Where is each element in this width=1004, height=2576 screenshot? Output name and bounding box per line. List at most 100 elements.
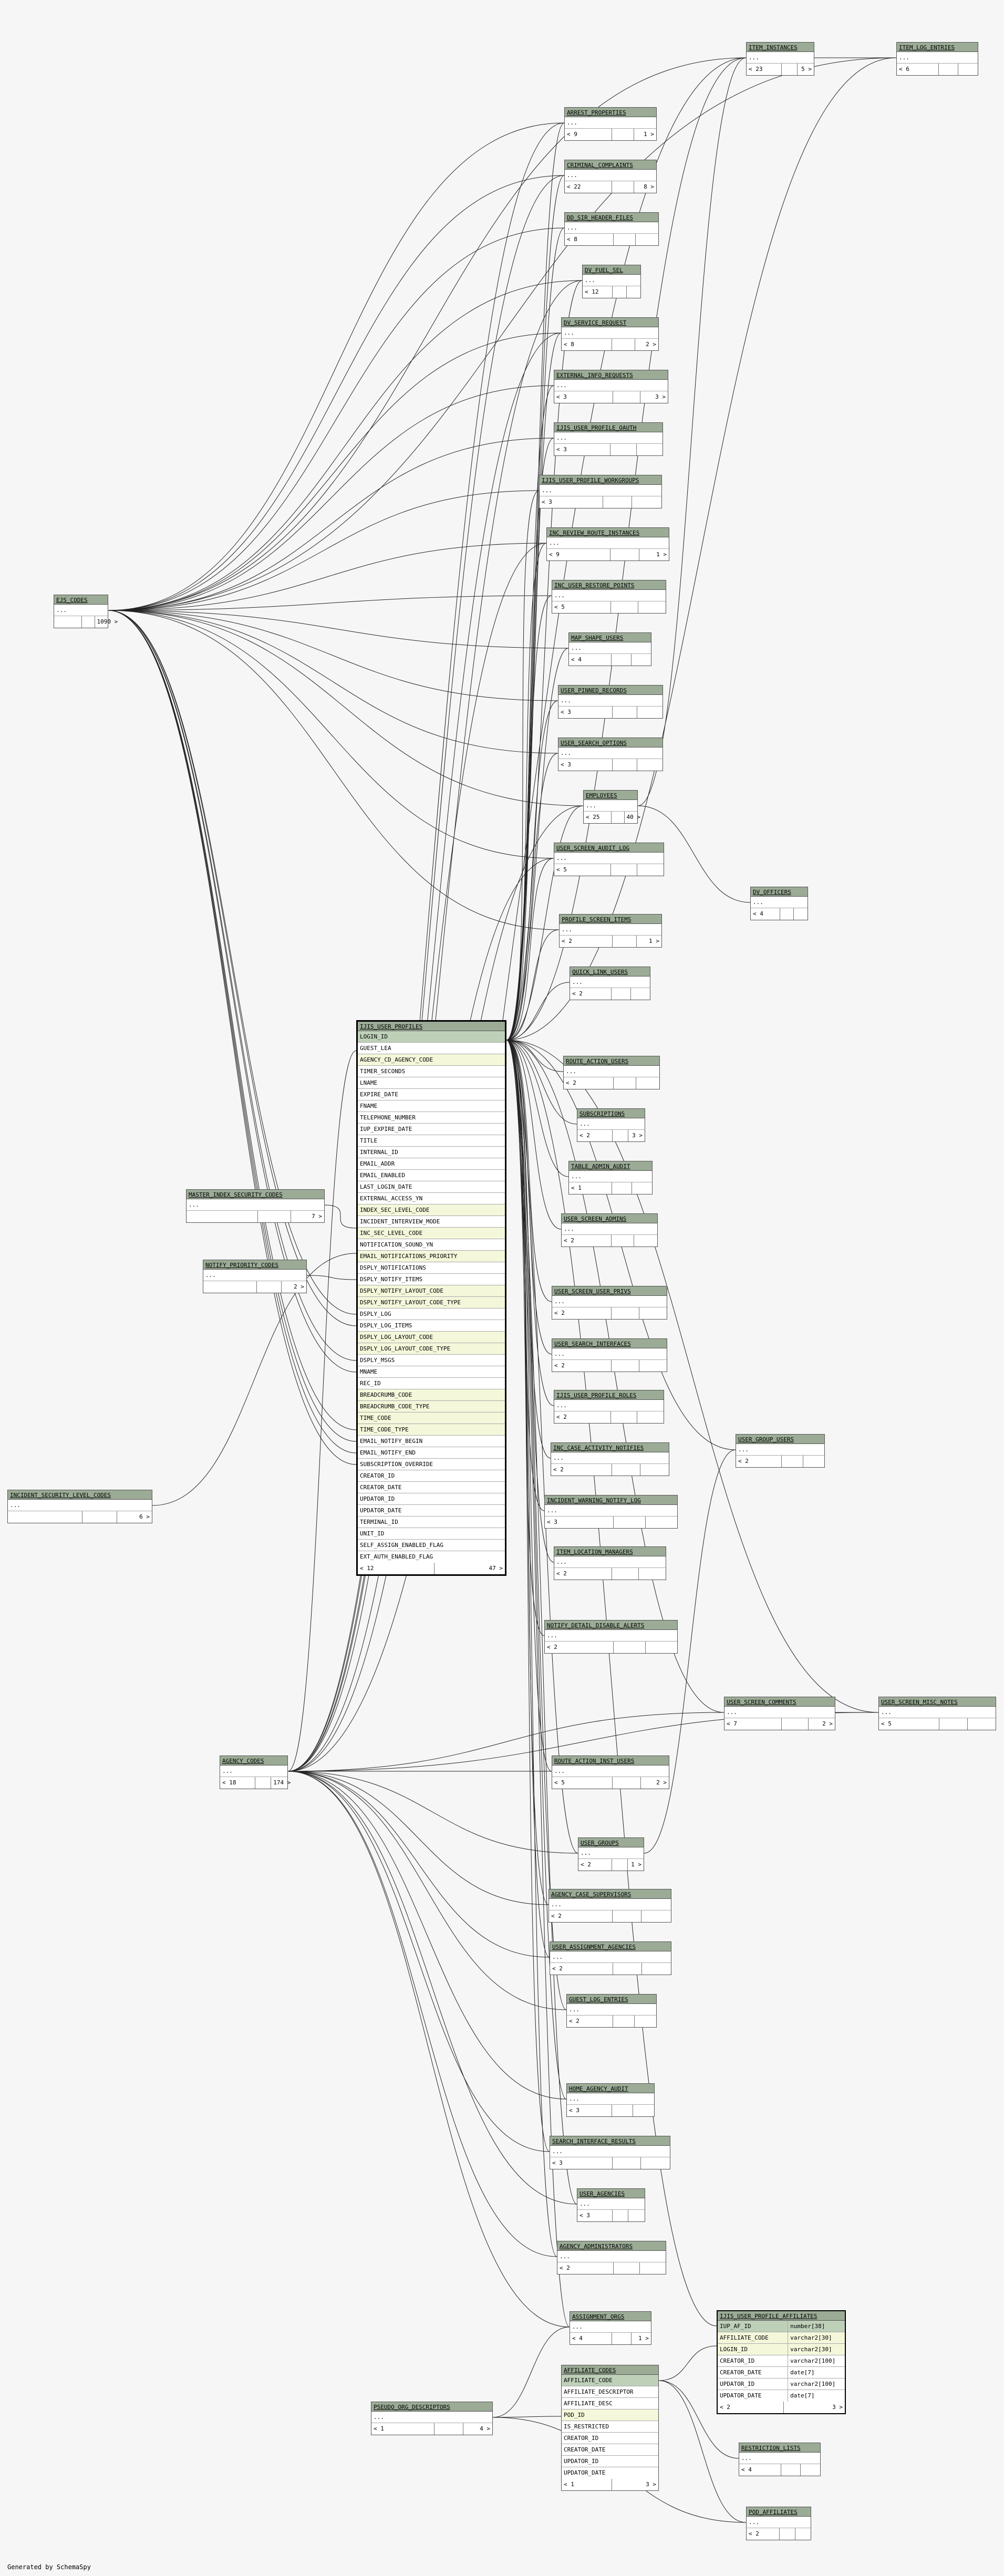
table-title[interactable]: EJS_CODES: [54, 595, 108, 605]
table-user-group-users[interactable]: USER_GROUP_USERS...< 2: [736, 1434, 825, 1468]
table-title[interactable]: USER_AGENCIES: [577, 2189, 645, 2198]
table-agency-case-supervisors[interactable]: AGENCY_CASE_SUPERVISORS...< 2: [548, 1889, 671, 1923]
table-pod-affiliates[interactable]: POD_AFFILIATES...< 2: [746, 2507, 811, 2540]
table-title[interactable]: DV_SERVICE_REQUEST: [562, 318, 658, 327]
table-title[interactable]: INC_USER_RESTORE_POINTS: [552, 580, 666, 590]
table-title[interactable]: CRIMINAL_COMPLAINTS: [565, 160, 656, 170]
table-title[interactable]: NOTIFY_PRIORITY_CODES: [203, 1260, 306, 1270]
table-restriction-lists[interactable]: RESTRICTION_LISTS...< 4: [739, 2443, 821, 2476]
table-item-log-entries[interactable]: ITEM_LOG_ENTRIES...< 6: [896, 42, 978, 76]
table-table-admin-audit[interactable]: TABLE_ADMIN_AUDIT...< 1: [568, 1161, 653, 1194]
table-title[interactable]: ITEM_LOCATION_MANAGERS: [554, 1547, 666, 1556]
table-route-action-users[interactable]: ROUTE_ACTION_USERS...< 2: [563, 1056, 660, 1089]
table-user-screen-user-privs[interactable]: USER_SCREEN_USER_PRIVS...< 2: [552, 1286, 667, 1320]
table-title[interactable]: ROUTE_ACTION_USERS: [564, 1056, 659, 1066]
table-inc-case-activity-notifies[interactable]: INC_CASE_ACTIVITY_NOTIFIES...< 2: [551, 1442, 669, 1476]
table-dv-officers[interactable]: DV_OFFICERS...< 4: [750, 887, 808, 920]
table-title[interactable]: ROUTE_ACTION_INST_USERS: [552, 1756, 669, 1765]
table-title[interactable]: DD_SIR_HEADER_FILES: [565, 213, 658, 222]
table-title[interactable]: USER_ASSIGNMENT_AGENCIES: [550, 1942, 671, 1951]
table-title[interactable]: HOME_AGENCY_AUDIT: [567, 2084, 654, 2093]
table-title[interactable]: SUBSCRIPTIONS: [577, 1109, 645, 1118]
table-incident-security-level-codes[interactable]: INCIDENT_SECURITY_LEVEL_CODES...6 >: [7, 1490, 152, 1523]
table-title[interactable]: USER_GROUP_USERS: [736, 1435, 824, 1444]
table-title[interactable]: USER_SEARCH_INTERFACES: [552, 1339, 667, 1348]
table-title[interactable]: INC_REVIEW_ROUTE_INSTANCES: [547, 528, 669, 537]
table-title[interactable]: ITEM_LOG_ENTRIES: [897, 43, 978, 52]
table-incident-warning-notify-log[interactable]: INCIDENT_WARNING_NOTIFY_LOG...< 3: [544, 1495, 678, 1529]
table-title[interactable]: NOTIFY_DETAIL_DISABLE_ALERTS: [545, 1621, 677, 1630]
table-user-agencies[interactable]: USER_AGENCIES...< 3: [577, 2188, 645, 2222]
table-ejs-codes[interactable]: EJS_CODES...1090 >: [54, 595, 118, 628]
table-notify-priority-codes[interactable]: NOTIFY_PRIORITY_CODES...2 >: [203, 1260, 307, 1293]
table-title[interactable]: USER_SCREEN_MISC_NOTES: [879, 1697, 996, 1707]
table-dd-sir-header-files[interactable]: DD_SIR_HEADER_FILES...< 8: [564, 212, 659, 246]
table-title[interactable]: PSEUDO_ORG_DESCRIPTORS: [371, 2402, 492, 2412]
table-title[interactable]: AFFILIATE_CODES: [562, 2365, 658, 2375]
table-ijis-user-profile-oauth[interactable]: IJIS_USER_PROFILE_OAUTH...< 3: [554, 422, 663, 456]
table-notify-detail-disable-alerts[interactable]: NOTIFY_DETAIL_DISABLE_ALERTS...< 2: [544, 1620, 678, 1654]
table-title[interactable]: USER_SCREEN_ADMINS: [562, 1214, 657, 1223]
table-item-location-managers[interactable]: ITEM_LOCATION_MANAGERS...< 2: [554, 1546, 666, 1580]
table-master-index-security-codes[interactable]: MASTER_INDEX_SECURITY_CODES...7 >: [186, 1189, 325, 1223]
table-title[interactable]: ARREST_PROPERTIES: [565, 108, 656, 117]
table-ijis-user-profile-roles[interactable]: IJIS_USER_PROFILE_ROLES...< 2: [554, 1390, 664, 1424]
table-title[interactable]: INCIDENT_SECURITY_LEVEL_CODES: [8, 1490, 152, 1500]
table-guest-log-entries[interactable]: GUEST_LOG_ENTRIES...< 2: [566, 1994, 657, 2028]
table-agency-administrators[interactable]: AGENCY_ADMINISTRATORS...< 2: [557, 2241, 666, 2274]
table-search-interface-results[interactable]: SEARCH_INTERFACE_RESULTS...< 3: [550, 2136, 670, 2169]
table-title[interactable]: AGENCY_CASE_SUPERVISORS: [549, 1889, 671, 1899]
table-title[interactable]: IJIS_USER_PROFILE_OAUTH: [554, 423, 663, 432]
table-title[interactable]: AGENCY_ADMINISTRATORS: [557, 2241, 666, 2251]
table-title[interactable]: USER_PINNED_RECORDS: [558, 685, 663, 695]
table-inc-user-restore-points[interactable]: INC_USER_RESTORE_POINTS...< 5: [552, 580, 666, 614]
table-title[interactable]: ASSIGNMENT_ORGS: [570, 2312, 651, 2321]
table-title[interactable]: MASTER_INDEX_SECURITY_CODES: [187, 1190, 324, 1199]
table-map-shape-users[interactable]: MAP_SHAPE_USERS...< 4: [568, 632, 651, 666]
table-quick-link-users[interactable]: QUICK_LINK_USERS...< 2: [570, 967, 650, 1000]
table-title[interactable]: EXTERNAL_INFO_REQUESTS: [554, 370, 668, 380]
table-user-screen-admins[interactable]: USER_SCREEN_ADMINS...< 2: [561, 1213, 658, 1247]
table-title[interactable]: ITEM_INSTANCES: [747, 43, 814, 52]
table-title[interactable]: PROFILE_SCREEN_ITEMS: [560, 915, 661, 924]
table-ijis-user-profile-workgroups[interactable]: IJIS_USER_PROFILE_WORKGROUPS...< 3: [539, 475, 662, 508]
table-title[interactable]: USER_GROUPS: [578, 1838, 644, 1847]
table-user-screen-audit-log[interactable]: USER_SCREEN_AUDIT_LOG...< 5: [554, 843, 664, 876]
table-dv-fuel-sel[interactable]: DV_FUEL_SEL...< 12: [582, 265, 641, 298]
table-title[interactable]: TABLE_ADMIN_AUDIT: [569, 1161, 652, 1171]
table-title[interactable]: IJIS_USER_PROFILE_WORKGROUPS: [540, 475, 661, 485]
table-user-search-interfaces[interactable]: USER_SEARCH_INTERFACES...< 2: [552, 1338, 667, 1372]
table-title[interactable]: INC_CASE_ACTIVITY_NOTIFIES: [551, 1443, 669, 1452]
table-title[interactable]: DV_FUEL_SEL: [583, 265, 640, 275]
table-title[interactable]: MAP_SHAPE_USERS: [569, 633, 651, 642]
table-title[interactable]: USER_SCREEN_AUDIT_LOG: [554, 843, 664, 853]
table-title[interactable]: DV_OFFICERS: [751, 887, 808, 897]
table-user-pinned-records[interactable]: USER_PINNED_RECORDS...< 3: [558, 685, 663, 719]
table-user-screen-misc-notes[interactable]: USER_SCREEN_MISC_NOTES...< 5: [878, 1697, 996, 1730]
table-title[interactable]: IJIS_USER_PROFILE_ROLES: [554, 1390, 664, 1400]
table-title[interactable]: AGENCY_CODES: [220, 1756, 287, 1765]
table-title[interactable]: QUICK_LINK_USERS: [570, 967, 650, 977]
table-title[interactable]: IJIS_USER_PROFILE_AFFILIATES: [718, 2311, 845, 2321]
table-title[interactable]: POD_AFFILIATES: [747, 2507, 811, 2517]
table-title[interactable]: IJIS_USER_PROFILES: [358, 1022, 505, 1031]
table-title[interactable]: INCIDENT_WARNING_NOTIFY_LOG: [545, 1495, 677, 1505]
